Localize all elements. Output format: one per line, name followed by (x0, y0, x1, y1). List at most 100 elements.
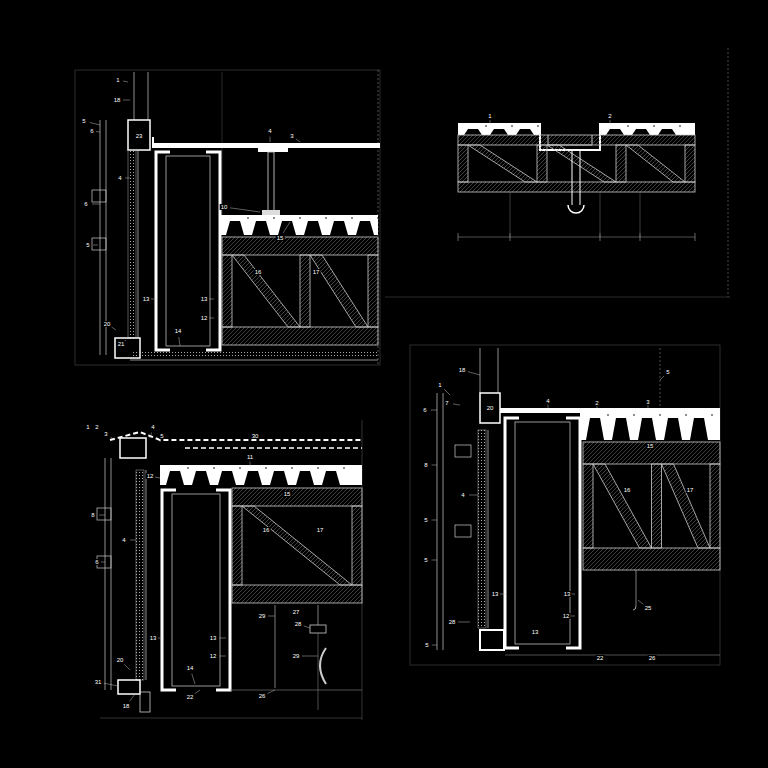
aggregate-dot (485, 125, 487, 127)
leader-line (90, 122, 100, 125)
bracket (455, 445, 471, 457)
sill-frame (480, 630, 504, 650)
concrete-deck (600, 123, 695, 135)
callout-number: 14 (174, 328, 183, 334)
callout-number: 28 (448, 619, 457, 625)
bracket (97, 508, 111, 520)
timber-post (685, 145, 695, 182)
deck-rib (244, 471, 262, 485)
leader-line (250, 462, 251, 467)
callout-number: 6 (83, 201, 88, 207)
callout-number: 4 (545, 398, 550, 404)
timber-post (616, 145, 626, 182)
leader-line (219, 656, 226, 657)
callout-number: 22 (596, 655, 605, 661)
roof-membrane (110, 432, 362, 440)
aggregate-dot (627, 125, 629, 127)
aggregate-dot (633, 414, 635, 416)
callout-number: 25 (644, 605, 653, 611)
leader-line (123, 100, 130, 101)
aggregate-dot (653, 125, 655, 127)
leader-line (610, 120, 611, 124)
window-frame (480, 393, 500, 423)
leader-line (179, 337, 180, 346)
leader-line (99, 515, 105, 516)
aggregate-dot (265, 467, 267, 469)
aggregate-dot (537, 125, 539, 127)
callout-number: 13 (149, 635, 158, 641)
leader-line (130, 694, 135, 701)
callout-number: 2 (594, 400, 599, 406)
drawing-line (660, 348, 661, 408)
drawing-line (130, 360, 378, 361)
timber-post (368, 255, 378, 327)
bracket (455, 525, 471, 537)
leader-line (267, 690, 275, 693)
drawing-line (488, 430, 489, 628)
sill-frame (118, 680, 140, 694)
leader-line (490, 120, 491, 124)
callout-number: 5 (423, 557, 428, 563)
drawing-line (385, 297, 730, 298)
drawing-line (318, 633, 319, 710)
leader-line (96, 131, 100, 133)
aggregate-dot (317, 467, 319, 469)
callout-number: 5 (85, 242, 90, 248)
deck-rib (166, 471, 184, 485)
drawing-line (498, 348, 499, 393)
deck-rib (192, 471, 210, 485)
sill-trim (140, 692, 150, 712)
drawing-line (437, 393, 438, 650)
leader-line (453, 404, 460, 405)
callout-number: 1 (437, 382, 442, 388)
timber-chord (583, 548, 720, 570)
callout-number: 12 (562, 613, 571, 619)
drawing-line (443, 393, 444, 650)
callout-number: 15 (276, 235, 285, 241)
leader-line (268, 616, 275, 617)
callout-number: 22 (186, 694, 195, 700)
leader-line (112, 327, 117, 330)
callout-number: 3 (289, 133, 294, 139)
callout-number: 16 (254, 269, 263, 275)
callout-number: 12 (146, 473, 155, 479)
timber-chord (232, 488, 362, 506)
drawing-line (106, 120, 107, 355)
callout-number: 31 (94, 679, 103, 685)
callout-number: 17 (312, 269, 321, 275)
timber-chord (222, 327, 378, 345)
deck-rib (516, 129, 534, 135)
aggregate-dot (685, 414, 687, 416)
leader-line (158, 638, 163, 639)
leader-line (92, 204, 100, 205)
deck-rib (690, 418, 708, 440)
callout-number: 2 (607, 113, 612, 119)
drawing-line (695, 233, 696, 241)
deck-rib (278, 221, 296, 235)
leader-line (155, 477, 160, 478)
concrete-deck (580, 412, 720, 440)
leader-line (444, 389, 450, 395)
callout-number: 7 (444, 400, 449, 406)
leader-line (209, 318, 214, 319)
leader-line (432, 645, 437, 646)
insulation (478, 430, 486, 628)
drawing-line (134, 72, 135, 120)
leader-line (571, 616, 576, 617)
floor-slab (152, 143, 380, 148)
deck-rib (330, 221, 348, 235)
leader-line (431, 410, 437, 411)
leader-line (160, 439, 161, 442)
timber-diagonal (547, 145, 616, 182)
steel-channel (162, 490, 176, 690)
callout-number: 20 (116, 657, 125, 663)
callout-number: 13 (491, 591, 500, 597)
aggregate-dot (299, 217, 301, 219)
hanger-hook (633, 606, 636, 610)
drawing-line (728, 48, 729, 297)
leader-line (192, 674, 195, 684)
callout-number: 12 (200, 315, 209, 321)
callout-number: 26 (258, 693, 267, 699)
aggregate-dot (325, 217, 327, 219)
timber-chord (232, 585, 362, 603)
